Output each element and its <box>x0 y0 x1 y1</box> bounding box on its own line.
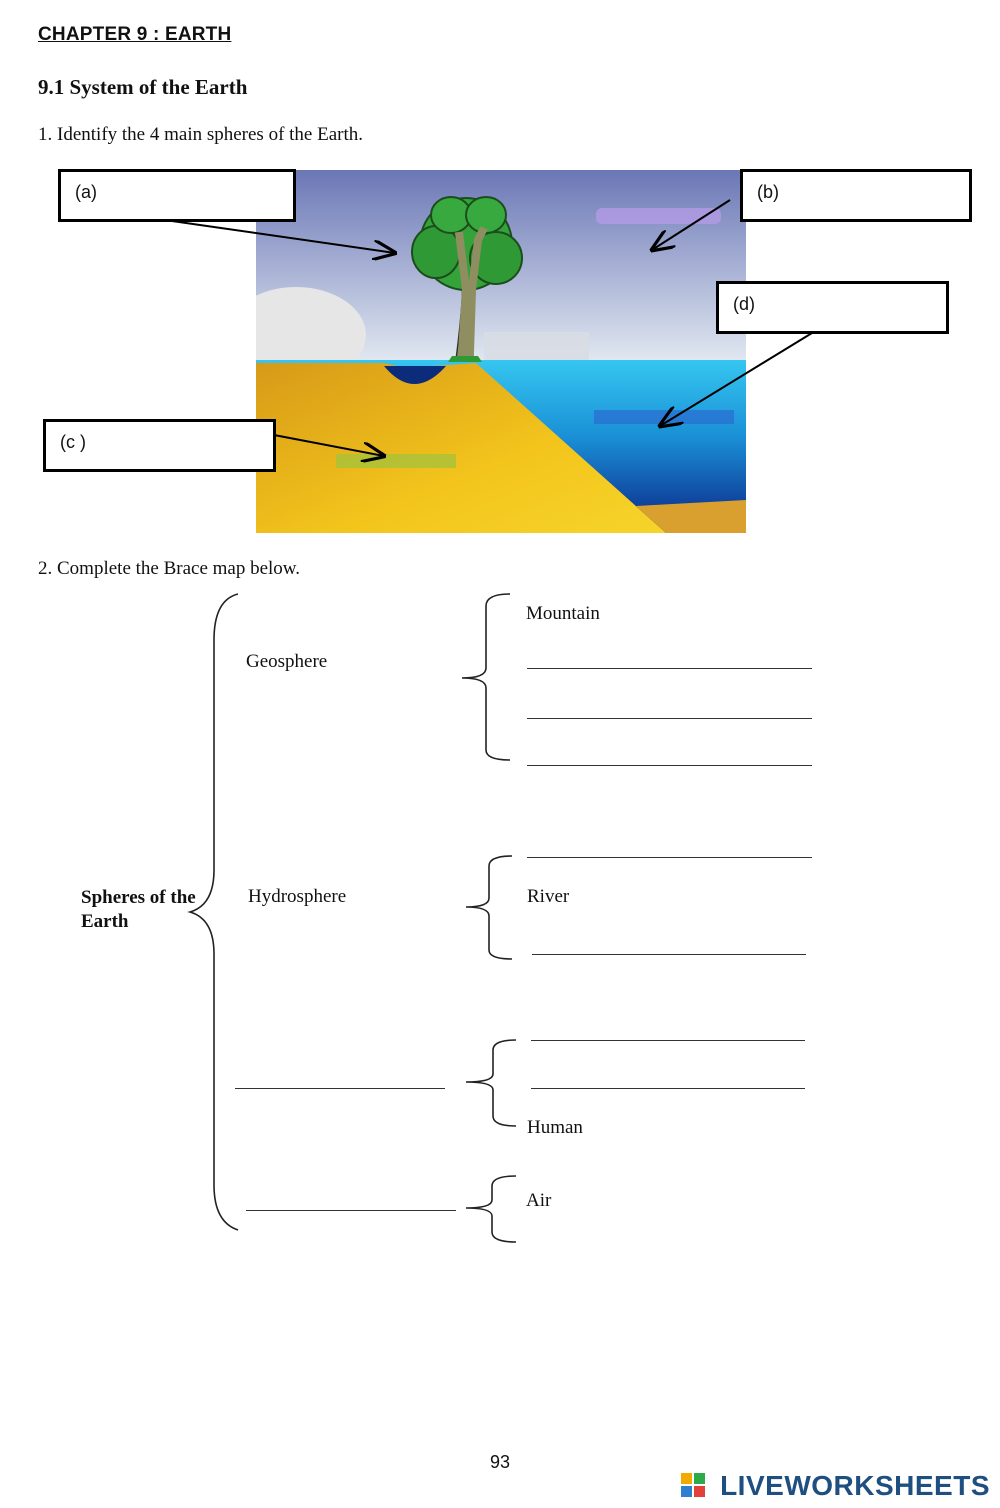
geosphere-blank-4[interactable] <box>527 765 812 766</box>
hydrosphere-brace <box>465 855 513 960</box>
geosphere-item-1: Mountain <box>526 603 600 624</box>
pond <box>384 366 446 384</box>
question-1: 1. Identify the 4 main spheres of the Ea… <box>38 124 364 145</box>
biosphere-brace <box>465 1039 517 1127</box>
hydrosphere-label: Hydrosphere <box>248 886 347 907</box>
label-box-a[interactable]: (a) <box>58 169 296 222</box>
liveworksheets-logo-icon <box>681 1473 705 1497</box>
question-2: 2. Complete the Brace map below. <box>38 558 301 579</box>
label-b-text: (b) <box>757 182 779 202</box>
arrow-b <box>652 199 731 250</box>
seabed <box>636 500 746 533</box>
brace-map-lines <box>187 593 517 1243</box>
tree-icon <box>411 196 523 362</box>
arrow-c <box>273 434 384 456</box>
biosphere-blank-2[interactable] <box>531 1088 805 1089</box>
chapter-title: CHAPTER 9 : EARTH <box>38 24 232 45</box>
geosphere-label: Geosphere <box>246 651 328 672</box>
main-brace <box>187 593 239 1231</box>
atmosphere-brace <box>465 1175 517 1243</box>
arrow-d <box>660 332 813 426</box>
label-box-b[interactable]: (b) <box>740 169 972 222</box>
label-box-c[interactable]: (c ) <box>43 419 276 472</box>
label-smudge <box>484 332 589 360</box>
hydrosphere-blank-3[interactable] <box>532 954 806 955</box>
root-label: Spheres of the Earth <box>81 887 196 932</box>
atmosphere-item-1: Air <box>526 1190 552 1211</box>
hydrosphere-blank-1[interactable] <box>527 857 812 858</box>
label-arrows <box>164 199 813 560</box>
geosphere-brace <box>461 593 511 761</box>
label-d-text: (d) <box>733 294 755 314</box>
biosphere-item-3: Human <box>527 1117 583 1138</box>
geosphere-blank-3[interactable] <box>527 718 812 719</box>
arrow-a <box>164 219 395 253</box>
land <box>256 363 666 533</box>
page-number: 93 <box>490 1452 511 1472</box>
label-box-d[interactable]: (d) <box>716 281 949 334</box>
label-a-text: (a) <box>75 182 97 202</box>
hydrosphere-item-2: River <box>527 886 570 907</box>
geosphere-blank-2[interactable] <box>527 668 812 669</box>
label-c-text: (c ) <box>60 432 86 452</box>
biosphere-blank-1[interactable] <box>531 1040 805 1041</box>
sphere-4-blank[interactable] <box>246 1210 456 1211</box>
cloud <box>256 287 366 383</box>
sphere-3-blank[interactable] <box>235 1088 445 1089</box>
liveworksheets-brand[interactable]: LIVEWORKSHEETS <box>720 1470 990 1501</box>
atmosphere-smudge <box>596 208 721 224</box>
earth-spheres-illustration <box>256 170 746 533</box>
section-title: 9.1 System of the Earth <box>38 75 248 99</box>
